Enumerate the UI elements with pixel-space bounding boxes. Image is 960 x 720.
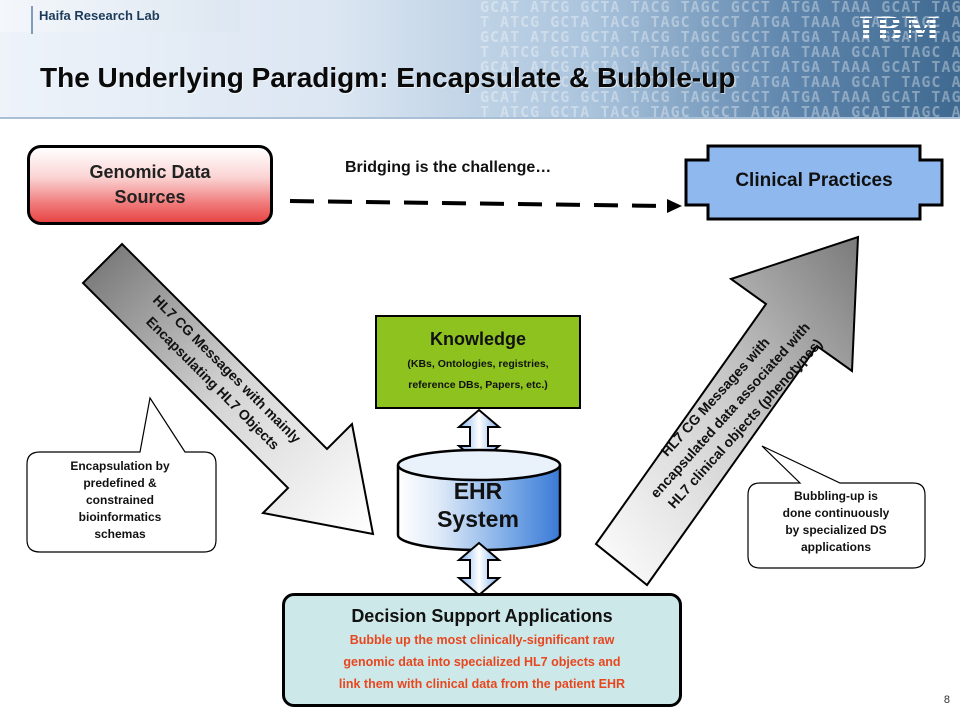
bridging-label: Bridging is the challenge… bbox=[345, 159, 552, 176]
ehr-label-line2: System bbox=[437, 506, 519, 532]
decision-title: Decision Support Applications bbox=[351, 605, 613, 626]
lab-tab bbox=[0, 0, 240, 32]
header-banner: GCAT ATCG GCTA TACG TAGC GCCT ATGA TAAA … bbox=[0, 0, 960, 118]
callout-right-bubble bbox=[747, 445, 926, 569]
callout-left-line3: constrained bbox=[85, 493, 154, 507]
knowledge-node: Knowledge (KBs, Ontologies, registries, … bbox=[375, 315, 581, 409]
ibm-logo: IBM bbox=[858, 10, 942, 48]
knowledge-sub2: reference DBs, Papers, etc.) bbox=[408, 378, 548, 391]
decision-desc-line3: link them with clinical data from the pa… bbox=[338, 676, 626, 691]
lab-name: Haifa Research Lab bbox=[39, 8, 160, 23]
decision-desc-line2: genomic data into specialized HL7 object… bbox=[343, 654, 621, 669]
ehr-cylinder bbox=[396, 448, 562, 552]
decision-desc-line1: Bubble up the most clinically-significan… bbox=[349, 632, 615, 647]
callout-right-line3: by specialized DS bbox=[785, 523, 887, 537]
knowledge-sub1: (KBs, Ontologies, registries, bbox=[407, 357, 549, 370]
bubble-up-arrow bbox=[594, 235, 860, 587]
bridging-dashed-line bbox=[289, 199, 668, 208]
callout-right-line4: applications bbox=[800, 540, 871, 554]
callout-left-bubble bbox=[26, 396, 217, 553]
page-title: The Underlying Paradigm: Encapsulate & B… bbox=[40, 62, 736, 93]
clinical-practices-node bbox=[684, 144, 944, 221]
encapsulate-arrow bbox=[81, 242, 375, 536]
page-number: 8 bbox=[943, 694, 950, 706]
callout-left-line1: Encapsulation by bbox=[70, 459, 170, 473]
lab-divider bbox=[31, 6, 33, 34]
genomic-label-line2: Sources bbox=[114, 187, 186, 207]
callout-right-line1: Bubbling-up is bbox=[794, 489, 878, 503]
callout-right-line2: done continuously bbox=[782, 506, 890, 520]
callout-left-line4: bioinformatics bbox=[78, 510, 162, 524]
decision-support-node: Decision Support Applications Bubble up … bbox=[282, 593, 682, 707]
callout-left-line5: schemas bbox=[94, 527, 146, 541]
bridging-arrowhead bbox=[667, 199, 682, 213]
header-divider bbox=[0, 117, 960, 119]
clinical-practices-label: Clinical Practices bbox=[735, 170, 893, 191]
knowledge-title: Knowledge bbox=[429, 328, 526, 349]
ehr-system-label: EHR System bbox=[398, 477, 558, 533]
ehr-label-line1: EHR bbox=[453, 478, 503, 504]
genomic-label-line1: Genomic Data bbox=[89, 162, 211, 182]
genomic-data-sources-node: Genomic Data Sources bbox=[27, 145, 273, 225]
callout-left-line2: predefined & bbox=[83, 476, 157, 490]
callout-right-text: Bubbling-up is done continuously by spec… bbox=[752, 488, 920, 556]
callout-left-text: Encapsulation by predefined & constraine… bbox=[30, 458, 210, 543]
dna-sequence-texture: GCAT ATCG GCTA TACG TAGC GCCT ATGA TAAA … bbox=[480, 0, 960, 118]
